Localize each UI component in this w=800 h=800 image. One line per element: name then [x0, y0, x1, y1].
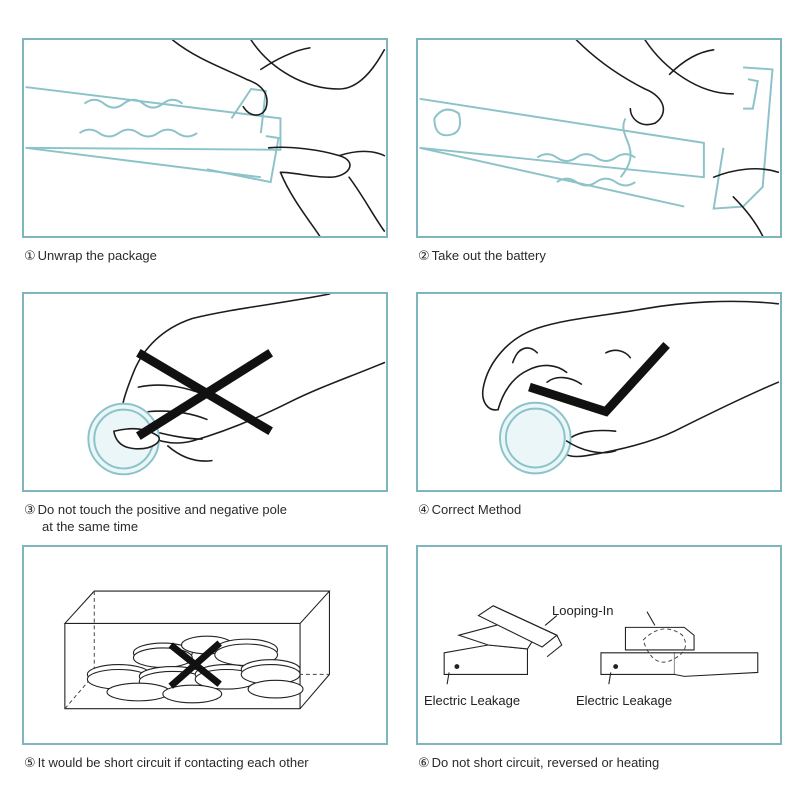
- panel-do-not-touch-poles: [22, 292, 388, 492]
- step-number-5: ⑤: [24, 755, 36, 770]
- panel-take-out-battery: [416, 38, 782, 238]
- caption-text-3-line2: at the same time: [42, 519, 139, 534]
- caption-text-5: It would be short circuit if contacting …: [37, 755, 309, 770]
- caption-text-3: Do not touch the positive and negative p…: [37, 502, 287, 517]
- label-looping-in: Looping-In: [552, 603, 614, 618]
- correct-method-illustration: [481, 300, 780, 475]
- check-mark-icon: [528, 341, 670, 417]
- caption-text-2: Take out the battery: [431, 248, 546, 263]
- step-number-3: ③: [24, 502, 36, 517]
- step-number-6: ⑥: [418, 755, 430, 770]
- panel-short-circuit-contact: [22, 545, 388, 745]
- label-electric-leakage-right: Electric Leakage: [576, 693, 673, 708]
- cross-mark-icon: [168, 640, 222, 689]
- step-number-1: ①: [24, 248, 36, 263]
- take-out-battery-illustration: [419, 40, 780, 236]
- unwrap-package-illustration: [25, 40, 386, 236]
- step-number-4: ④: [418, 502, 430, 517]
- caption-text-4: Correct Method: [431, 502, 522, 517]
- step-number-2: ②: [418, 248, 430, 263]
- cross-mark-icon: [136, 349, 274, 440]
- battery-coin-icon: [499, 401, 572, 475]
- panel-correct-method: [416, 292, 782, 492]
- panel-unwrap-package: [22, 38, 388, 238]
- label-electric-leakage-left: Electric Leakage: [424, 693, 521, 708]
- caption-text-1: Unwrap the package: [37, 248, 157, 263]
- panel-no-short-circuit: Looping-In Electric Leakage Electric Lea…: [416, 545, 782, 745]
- touch-poles-illustration: [87, 294, 386, 476]
- caption-text-6: Do not short circuit, reversed or heatin…: [431, 755, 660, 770]
- batteries-in-box-illustration: [63, 590, 331, 710]
- battery-placement-illustration: [443, 605, 759, 685]
